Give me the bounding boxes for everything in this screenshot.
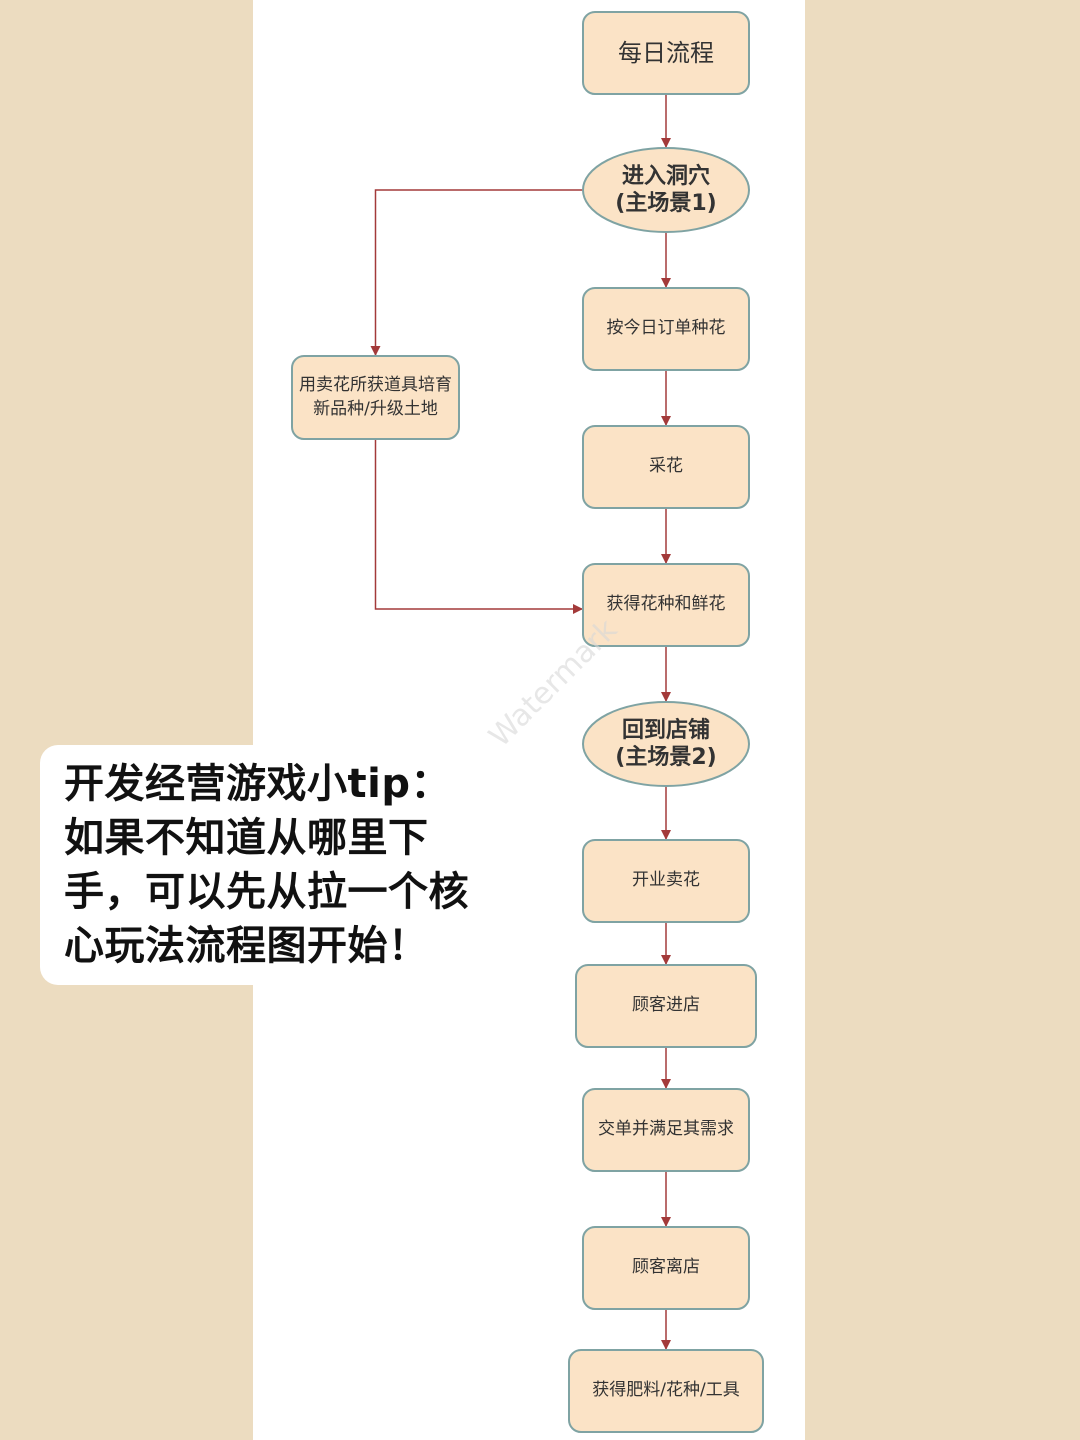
node-reward: [568, 1349, 764, 1433]
node-label-shop: 回到店铺 (主场景2): [615, 717, 717, 771]
node-plant: [582, 287, 750, 371]
node-leave: [582, 1226, 750, 1310]
node-label-deliver: 交单并满足其需求: [598, 1119, 734, 1140]
node-label-breed: 用卖花所获道具培育新品种/升级土地: [299, 374, 452, 419]
node-seeds: [582, 563, 750, 647]
node-breed: [291, 355, 460, 440]
node-label-open: 开业卖花: [632, 870, 700, 891]
node-shop: [582, 701, 750, 787]
node-label-seeds: 获得花种和鲜花: [606, 594, 726, 615]
edge-cave-to-breed: [370, 189, 583, 356]
node-label-cave: 进入洞穴 (主场景1): [615, 163, 717, 217]
node-label-pick: 采花: [649, 456, 683, 477]
node-label-daily: 每日流程: [618, 39, 714, 67]
node-label-leave: 顾客离店: [632, 1257, 700, 1278]
node-label-plant: 按今日订单种花: [606, 318, 726, 339]
tip-text: 开发经营游戏小tip： 如果不知道从哪里下 手，可以先从拉一个核 心玩法流程图开…: [64, 761, 469, 969]
tip-card: 开发经营游戏小tip： 如果不知道从哪里下 手，可以先从拉一个核 心玩法流程图开…: [40, 745, 540, 985]
node-deliver: [582, 1088, 750, 1172]
node-label-reward: 获得肥料/花种/工具: [592, 1380, 740, 1401]
node-label-enter: 顾客进店: [632, 995, 700, 1016]
node-open: [582, 839, 750, 923]
node-pick: [582, 425, 750, 509]
node-enter: [575, 964, 757, 1048]
node-cave: [582, 147, 750, 233]
node-daily: [582, 11, 750, 95]
edge-breed-to-seeds: [374, 439, 583, 614]
